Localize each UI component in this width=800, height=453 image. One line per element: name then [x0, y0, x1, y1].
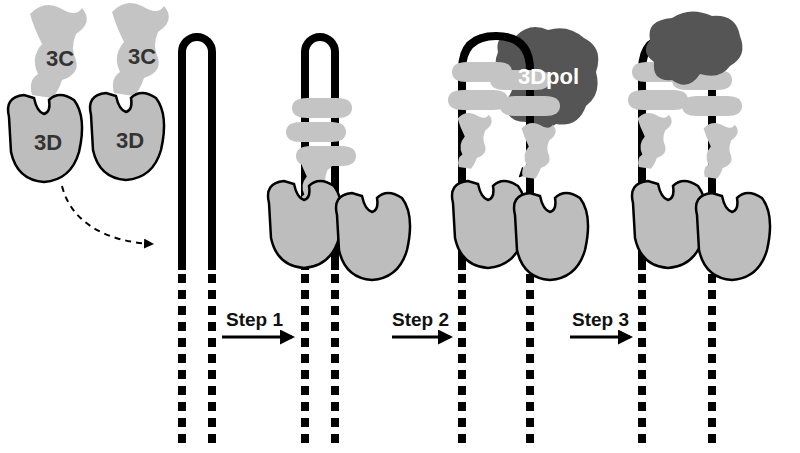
bound-polymerase — [646, 11, 743, 84]
protein-3cd: 3C 3D — [90, 0, 185, 185]
step-label: Step 3 — [572, 310, 629, 329]
protein-label: 3Dpol — [518, 66, 579, 88]
polymerase: 3Dpol — [494, 24, 606, 134]
protein-label: 3C — [46, 48, 74, 70]
bound-3cd — [448, 62, 588, 280]
protein-label: 3C — [128, 46, 156, 68]
rna-hairpin — [182, 37, 212, 446]
step-label: Step 2 — [392, 310, 449, 329]
protein-3cd: 3C 3D — [8, 0, 103, 185]
protein-3cd — [90, 3, 169, 180]
protein-label: 3D — [34, 132, 62, 154]
step-label: Step 1 — [226, 310, 283, 329]
protein-3cd — [8, 5, 87, 182]
bound-3cd — [268, 98, 410, 280]
dashed-arrow — [62, 186, 152, 244]
bound-3cd — [628, 62, 770, 280]
protein-label: 3D — [116, 130, 144, 152]
step-arrows — [222, 336, 630, 339]
